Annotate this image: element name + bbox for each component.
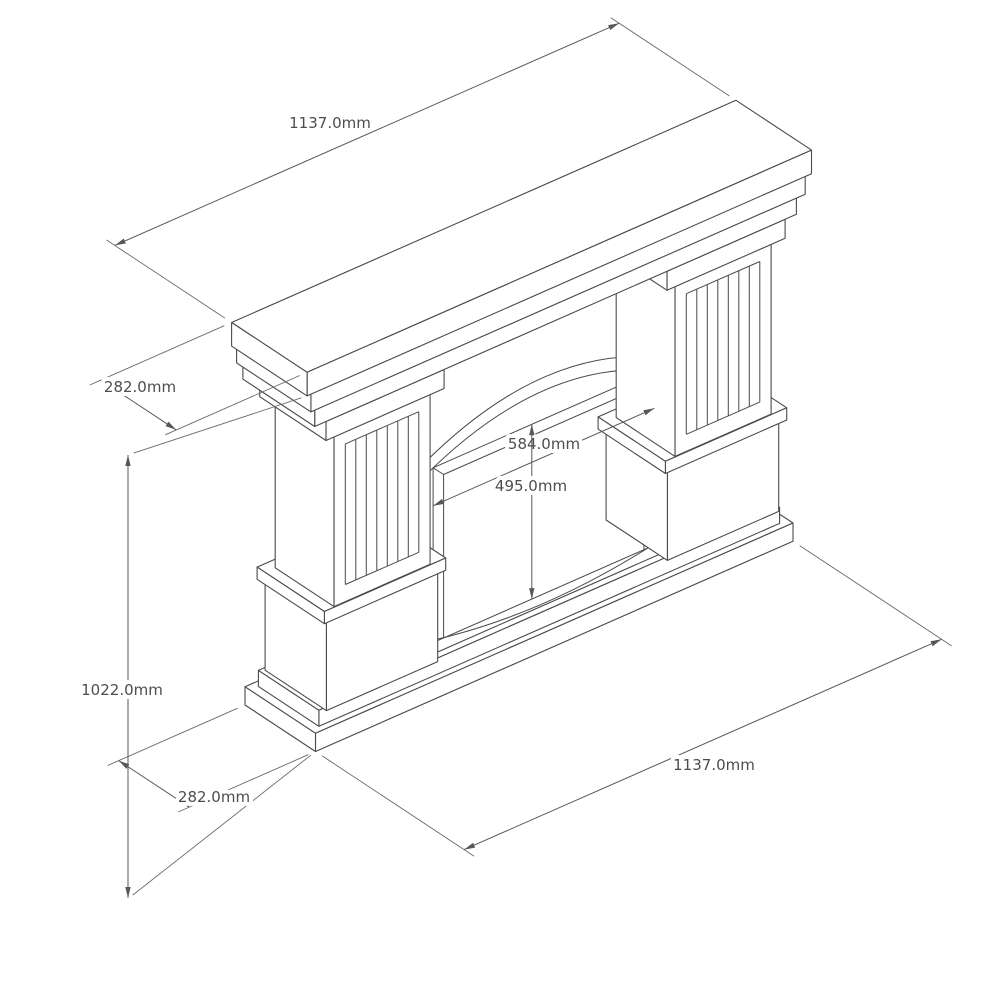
crown-moulding <box>236 174 806 428</box>
dimension-label-opening-width: 584.0mm <box>508 435 580 453</box>
dimension-label-base-width: 1137.0mm <box>673 756 755 774</box>
extension-lines <box>321 545 952 857</box>
dimension-line <box>463 638 942 851</box>
dimension-line <box>432 407 655 507</box>
dimension-line <box>118 760 190 808</box>
right-column-flutes <box>685 261 761 435</box>
dimension-overall-height: 1022.0mm <box>77 397 312 898</box>
base-slab1-left-face <box>244 686 317 753</box>
extension-lines <box>107 707 309 813</box>
dimension-opening-height: 495.0mm <box>491 424 571 600</box>
dimension-label-overall-height: 1022.0mm <box>81 681 163 699</box>
dimension-label-opening-height: 495.0mm <box>495 477 567 495</box>
left-column-flutes <box>344 411 420 585</box>
extension-lines <box>106 17 730 319</box>
dimension-label-base-depth: 282.0mm <box>178 788 250 806</box>
dimension-label-top-width: 1137.0mm <box>289 114 371 132</box>
left-pedestal-cap-left-face <box>256 566 325 625</box>
dimension-line <box>100 379 177 431</box>
extension-lines <box>89 325 300 436</box>
dimensions: 1137.0mm 282.0mm 584.0mm 495.0mm 1022.0m… <box>77 17 952 898</box>
dimension-base-width: 1137.0mm <box>321 545 952 857</box>
dimension-label-shelf-depth: 282.0mm <box>104 378 176 396</box>
left-column <box>256 368 447 712</box>
dimension-top-width: 1137.0mm <box>106 17 730 319</box>
extension-lines <box>132 397 312 896</box>
base-slab2-left-face <box>257 669 320 727</box>
dimension-opening-width: 584.0mm <box>432 407 655 507</box>
dimension-line <box>114 22 620 246</box>
dimension-base-depth: 282.0mm <box>107 707 309 813</box>
dimension-shelf-depth: 282.0mm <box>89 325 300 436</box>
shelf-left-face <box>231 321 308 397</box>
